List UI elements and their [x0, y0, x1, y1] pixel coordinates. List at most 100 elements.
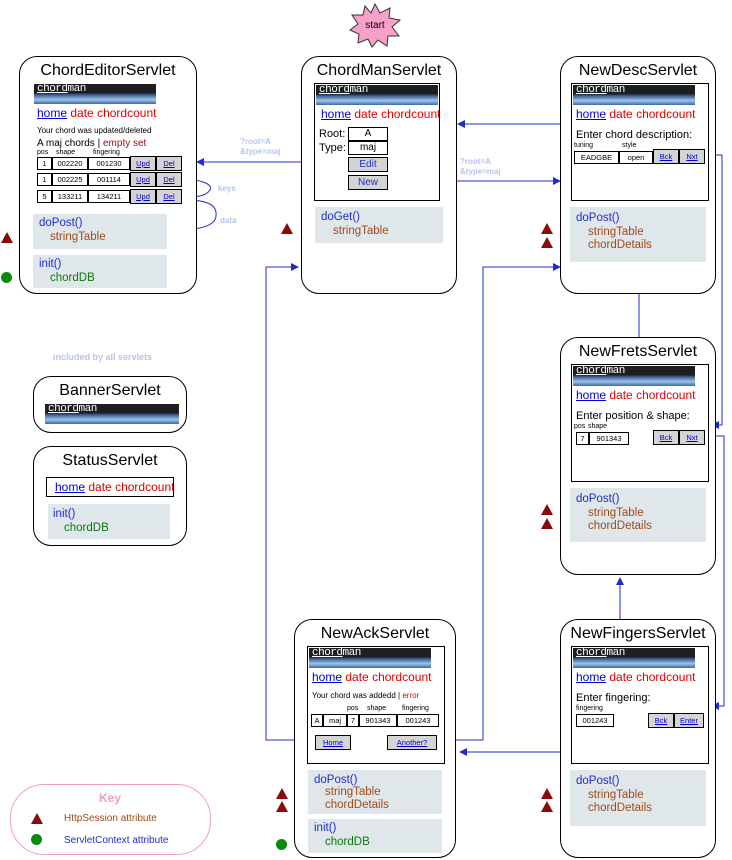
- banner: chordman: [573, 366, 695, 386]
- banner-chord: chord: [312, 648, 343, 659]
- desc-bck-button[interactable]: Bck: [653, 149, 679, 164]
- chord-man-screen: chordman home date chordcount Root: A Ty…: [314, 83, 440, 201]
- status-init-box: init() chordDB: [48, 504, 170, 539]
- status-line: home date chordcount: [576, 388, 695, 402]
- row3-pos: 5: [37, 190, 52, 203]
- new-ack-title: NewAckServlet: [320, 625, 430, 642]
- row2-upd-button[interactable]: Upd: [130, 172, 156, 187]
- row2-del-button[interactable]: Del: [156, 172, 182, 187]
- new-fingers-title: NewFingersServlet: [570, 625, 706, 642]
- home-link[interactable]: home: [55, 480, 86, 494]
- fingers-prompt: Enter fingering:: [576, 692, 651, 704]
- banner-chord: chord: [37, 84, 68, 95]
- status-line: home date chordcount: [312, 670, 431, 684]
- desc-chorddetails: chordDetails: [588, 239, 652, 251]
- frets-bck-button[interactable]: Bck: [653, 430, 679, 445]
- new-ack-servlet: NewAckServlet chordman home date chordco…: [294, 619, 456, 858]
- style-field[interactable]: open: [619, 151, 653, 164]
- row1-shape: 002220: [52, 157, 88, 170]
- chord-man-servlet: ChordManServlet chordman home date chord…: [301, 56, 457, 294]
- pos-field[interactable]: 7: [576, 432, 589, 445]
- banner-man: man: [67, 84, 87, 95]
- session-triangle-icon: [281, 223, 293, 234]
- ack-sep: |: [398, 691, 401, 700]
- frets-dopost: doPost(): [576, 493, 620, 505]
- context-circle-icon: [1, 272, 12, 283]
- session-triangle-icon: [541, 237, 553, 248]
- editor-init-box: init() chordDB: [33, 255, 167, 288]
- home-link[interactable]: home: [312, 670, 343, 684]
- new-frets-title: NewFretsServlet: [578, 343, 698, 360]
- data-label: data: [220, 216, 237, 225]
- desc-nxt-button[interactable]: Nxt: [679, 149, 705, 164]
- session-triangle-icon: [276, 801, 288, 812]
- update-message: Your chord was updated/deleted: [37, 126, 152, 135]
- row1-upd-button[interactable]: Upd: [130, 156, 156, 171]
- new-ack-screen: chordman home date chordcount Your chord…: [307, 646, 445, 764]
- home-link[interactable]: home: [576, 107, 607, 121]
- chordcount-text: chordcount: [115, 480, 175, 494]
- key-title: Key: [99, 791, 122, 805]
- row3-upd-button[interactable]: Upd: [130, 189, 156, 204]
- type-field[interactable]: maj: [348, 141, 388, 155]
- edit-button[interactable]: Edit: [348, 157, 388, 172]
- row3-shape: 133211: [52, 190, 88, 203]
- header-pos: pos: [37, 149, 49, 156]
- fingers-dopost-box: doPost() stringTable chordDetails: [570, 770, 706, 826]
- ack-stringtable: stringTable: [325, 786, 381, 798]
- ack-init-box: init() chordDB: [308, 819, 442, 853]
- home-link[interactable]: home: [321, 107, 352, 121]
- empty-set-link[interactable]: empty set: [102, 138, 147, 149]
- row3-del-button[interactable]: Del: [156, 189, 182, 204]
- banner-man: man: [606, 648, 626, 659]
- type-label: Type:: [319, 142, 346, 154]
- fingering-field[interactable]: 001243: [576, 714, 614, 727]
- man-doget: doGet(): [321, 211, 360, 223]
- date-text: date: [609, 388, 633, 402]
- ack-home-button[interactable]: Home: [315, 735, 351, 750]
- date-text: date: [609, 107, 633, 121]
- desc-stringtable: stringTable: [588, 226, 644, 238]
- banner-chord: chord: [576, 366, 607, 377]
- session-triangle-icon: [541, 504, 553, 515]
- man-doget-box: doGet() stringTable: [315, 207, 443, 243]
- row1-pos: 1: [37, 157, 52, 170]
- new-wire-root: ?root=A: [460, 157, 491, 166]
- status-line: home date chordcount: [37, 106, 156, 120]
- editor-chorddb: chordDB: [50, 272, 95, 284]
- fingers-stringtable: stringTable: [588, 789, 644, 801]
- editor-dopost-box: doPost() stringTable: [33, 214, 167, 249]
- ack-another-button[interactable]: Another?: [387, 735, 437, 750]
- new-fingers-screen: chordman home date chordcount Enter fing…: [571, 646, 709, 764]
- status-line: home date chordcount: [55, 480, 174, 494]
- style-label: style: [622, 142, 637, 149]
- tuning-field[interactable]: EADGBE: [574, 151, 619, 164]
- banner: chordman: [309, 648, 431, 668]
- ack-error-link[interactable]: error: [402, 691, 420, 700]
- row1-del-button[interactable]: Del: [156, 156, 182, 171]
- row1-fingering: 001230: [88, 157, 130, 170]
- header-fingering: fingering: [93, 149, 120, 156]
- new-button[interactable]: New: [348, 175, 388, 190]
- root-field[interactable]: A: [348, 127, 388, 141]
- edit-wire-label: ?root=A &type=maj: [240, 137, 281, 157]
- ack-header-fingering: fingering: [402, 705, 429, 712]
- home-link[interactable]: home: [37, 106, 68, 120]
- new-frets-screen: chordman home date chordcount Enter posi…: [571, 364, 709, 482]
- edit-wire-type: &type=maj: [240, 147, 281, 156]
- key-session-triangle-icon: [31, 813, 43, 824]
- date-text: date: [609, 670, 633, 684]
- fingers-enter-button[interactable]: Enter: [674, 713, 704, 728]
- frets-nxt-button[interactable]: Nxt: [679, 430, 705, 445]
- chord-editor-title: ChordEditorServlet: [40, 62, 176, 79]
- row2-fingering: 001114: [88, 173, 130, 186]
- new-fingers-servlet: NewFingersServlet chordman home date cho…: [560, 619, 716, 858]
- shape-field[interactable]: 901343: [589, 432, 629, 445]
- chordcount-text: chordcount: [636, 107, 696, 121]
- home-link[interactable]: home: [576, 670, 607, 684]
- banner: chordman: [34, 84, 156, 104]
- fingers-bck-button[interactable]: Bck: [648, 713, 674, 728]
- home-link[interactable]: home: [576, 388, 607, 402]
- desc-dopost: doPost(): [576, 212, 620, 224]
- status-chorddb: chordDB: [64, 522, 109, 534]
